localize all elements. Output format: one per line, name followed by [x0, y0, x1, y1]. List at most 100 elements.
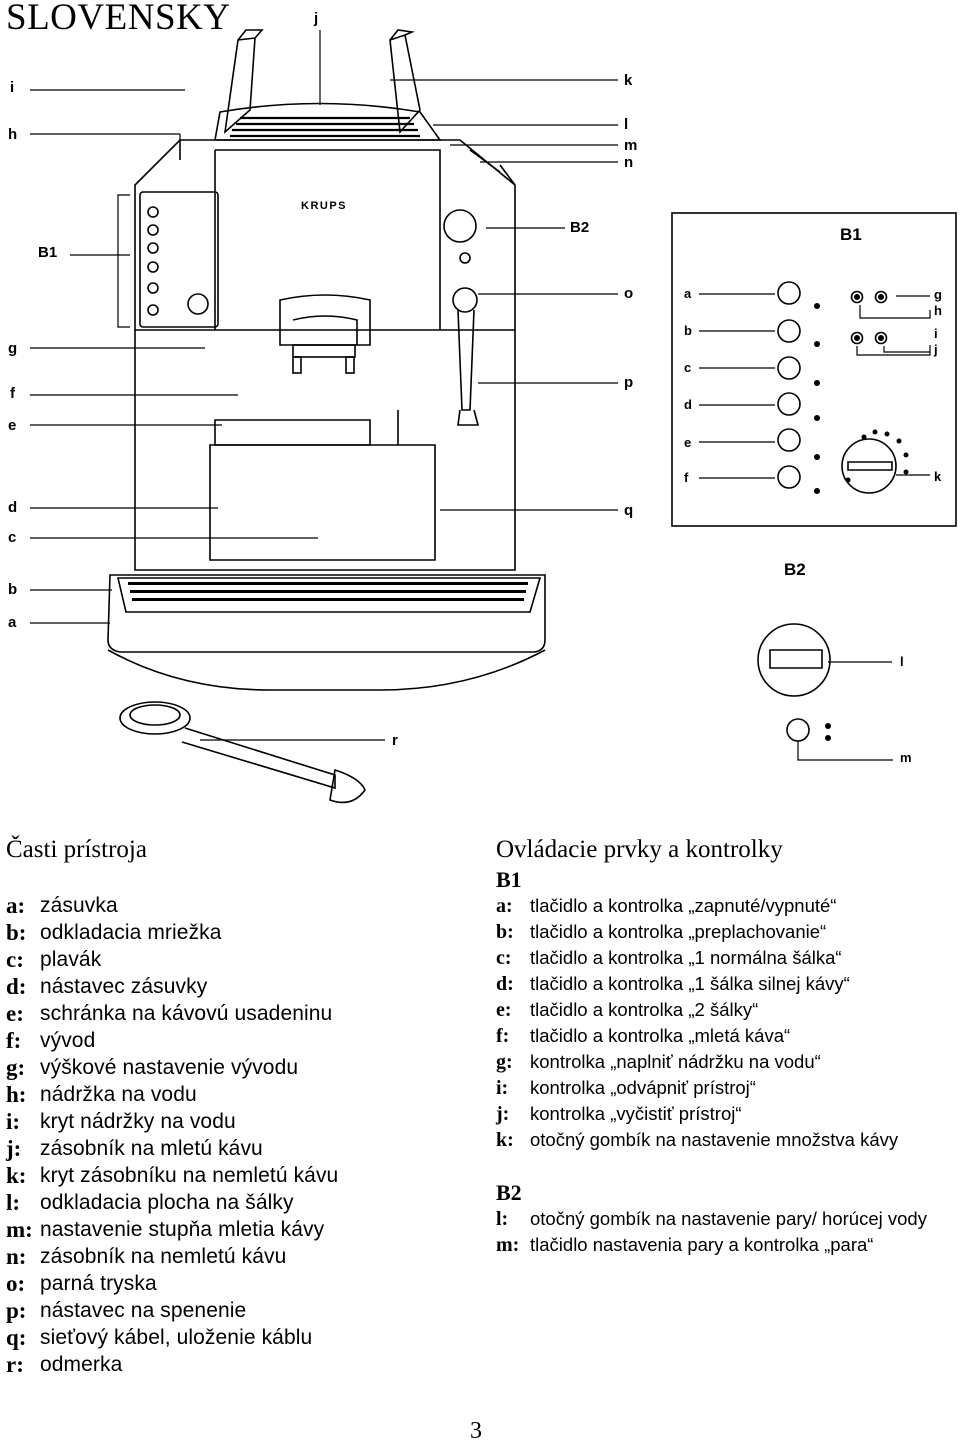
- control-key: d:: [496, 973, 514, 995]
- list-item: f: tlačidlo a kontrolka „mletá káva“: [496, 1023, 958, 1049]
- label-l: l: [624, 116, 629, 133]
- control-text: tlačidlo a kontrolka „1 šálka silnej káv…: [530, 973, 850, 994]
- b1-label-h: h: [934, 303, 942, 318]
- brand-logo: KRUPS: [301, 200, 348, 212]
- control-key: a:: [496, 895, 513, 917]
- control-text: kontrolka „vyčistiť prístroj“: [530, 1103, 742, 1124]
- control-text: kontrolka „naplniť nádržku na vodu“: [530, 1051, 821, 1072]
- part-text: kryt nádržky na vodu: [40, 1110, 236, 1133]
- b1-subheading: B1: [496, 867, 522, 892]
- b1-label-e: e: [684, 435, 692, 450]
- list-item: h:nádržka na vodu: [6, 1081, 476, 1108]
- b2-label-l: l: [900, 654, 904, 669]
- list-item: p:nástavec na spenenie: [6, 1297, 476, 1324]
- part-text: nástavec na spenenie: [40, 1299, 247, 1322]
- control-key: f:: [496, 1025, 510, 1047]
- part-key: n:: [6, 1244, 27, 1269]
- panel-b1-diagram: [671, 212, 957, 527]
- list-item: g:výškové nastavenie vývodu: [6, 1054, 476, 1081]
- control-key: m:: [496, 1234, 520, 1256]
- label-q: q: [624, 502, 634, 519]
- b1-label-b: b: [684, 323, 692, 338]
- b2-subheading: B2: [496, 1180, 522, 1205]
- control-text: tlačidlo a kontrolka „mletá káva“: [530, 1025, 791, 1046]
- control-text: tlačidlo nastavenia pary a kontrolka „pa…: [530, 1234, 874, 1255]
- controls-list: B1 a: tlačidlo a kontrolka „zapnuté/vypnu…: [496, 866, 958, 1258]
- control-text: tlačidlo a kontrolka „zapnuté/vypnuté“: [530, 895, 837, 916]
- part-key: o:: [6, 1271, 26, 1296]
- b2-label-m: m: [900, 750, 912, 765]
- label-j: j: [314, 10, 319, 27]
- label-a: a: [8, 614, 17, 631]
- list-item: g: kontrolka „naplniť nádržku na vodu“: [496, 1049, 958, 1075]
- part-key: k:: [6, 1163, 27, 1188]
- control-key: c:: [496, 947, 512, 969]
- page-number: 3: [470, 1418, 482, 1444]
- panel-b2-diagram: [757, 623, 893, 761]
- control-key: k:: [496, 1129, 514, 1151]
- list-item: c: plavák: [6, 946, 476, 973]
- label-b1: B1: [38, 244, 58, 261]
- part-text: kryt zásobníku na nemletú kávu: [40, 1164, 339, 1187]
- control-key: g:: [496, 1051, 513, 1073]
- part-key: e:: [6, 1001, 24, 1026]
- parts-heading: Časti prístroja: [6, 836, 147, 863]
- part-text: plavák: [40, 948, 102, 971]
- panel-b1-title: B1: [840, 225, 862, 244]
- coffee-machine-diagram: [30, 29, 957, 804]
- label-e: e: [8, 417, 17, 434]
- part-text: vývod: [40, 1029, 96, 1052]
- part-text: nástavec zásuvky: [40, 975, 208, 998]
- list-item: e:tlačidlo a kontrolka „2 šálky“: [496, 997, 958, 1023]
- part-key: l:: [6, 1190, 21, 1215]
- label-b2: B2: [570, 219, 590, 236]
- list-item: d: nástavec zásuvky: [6, 973, 476, 1000]
- label-k: k: [624, 72, 633, 89]
- control-key: j:: [496, 1103, 510, 1125]
- b1-label-j: j: [934, 342, 938, 357]
- controls-heading: Ovládacie prvky a kontrolky: [496, 836, 783, 863]
- list-item: b:tlačidlo a kontrolka „preplachovanie“: [496, 919, 958, 945]
- part-text: odmerka: [40, 1353, 123, 1376]
- control-key: e:: [496, 999, 512, 1021]
- list-item: a: tlačidlo a kontrolka „zapnuté/vypnuté“: [496, 893, 958, 919]
- control-text: tlačidlo a kontrolka „preplachovanie“: [530, 921, 827, 942]
- label-c: c: [8, 529, 17, 546]
- part-key: d:: [6, 974, 27, 999]
- list-item: m: nastavenie stupňa mletia kávy: [6, 1216, 476, 1243]
- list-item: n: zásobník na nemletú kávu: [6, 1243, 476, 1270]
- part-text: zásobník na mletú kávu: [40, 1137, 263, 1160]
- control-text: otočný gombík na nastavenie pary/ horúce…: [530, 1208, 927, 1229]
- list-item: j: kontrolka „vyčistiť prístroj“: [496, 1101, 958, 1127]
- part-text: odkladacia mriežka: [40, 921, 222, 944]
- list-item: k:otočný gombík na nastavenie množstva k…: [496, 1127, 958, 1153]
- part-key: h:: [6, 1082, 27, 1107]
- b1-label-c: c: [684, 360, 692, 375]
- list-item: f:vývod: [6, 1027, 476, 1054]
- part-key: i:: [6, 1109, 21, 1134]
- part-text: sieťový kábel, uloženie káblu: [40, 1326, 313, 1349]
- part-key: g:: [6, 1055, 26, 1080]
- b1-label-i: i: [934, 326, 938, 341]
- list-item: o:parná tryska: [6, 1270, 476, 1297]
- label-leader-lines: [30, 30, 618, 741]
- list-item: l:odkladacia plocha na šálky: [6, 1189, 476, 1216]
- part-text: zásobník na nemletú kávu: [40, 1245, 287, 1268]
- label-o: o: [624, 285, 634, 302]
- part-text: nastavenie stupňa mletia kávy: [40, 1218, 325, 1241]
- b1-label-g: g: [934, 287, 942, 302]
- b1-label-f: f: [684, 470, 689, 485]
- list-item: i: kryt nádržky na vodu: [6, 1108, 476, 1135]
- label-i: i: [10, 79, 15, 96]
- label-h: h: [8, 126, 18, 143]
- language-heading: SLOVENSKY: [6, 0, 231, 38]
- part-key: m:: [6, 1217, 33, 1242]
- part-key: a:: [6, 893, 26, 918]
- label-r: r: [392, 732, 398, 749]
- list-item: c:tlačidlo a kontrolka „1 normálna šálka…: [496, 945, 958, 971]
- part-key: j:: [6, 1136, 22, 1161]
- label-n: n: [624, 154, 634, 171]
- list-item: d: tlačidlo a kontrolka „1 šálka silnej k…: [496, 971, 958, 997]
- part-key: r:: [6, 1352, 24, 1377]
- part-key: c:: [6, 947, 24, 972]
